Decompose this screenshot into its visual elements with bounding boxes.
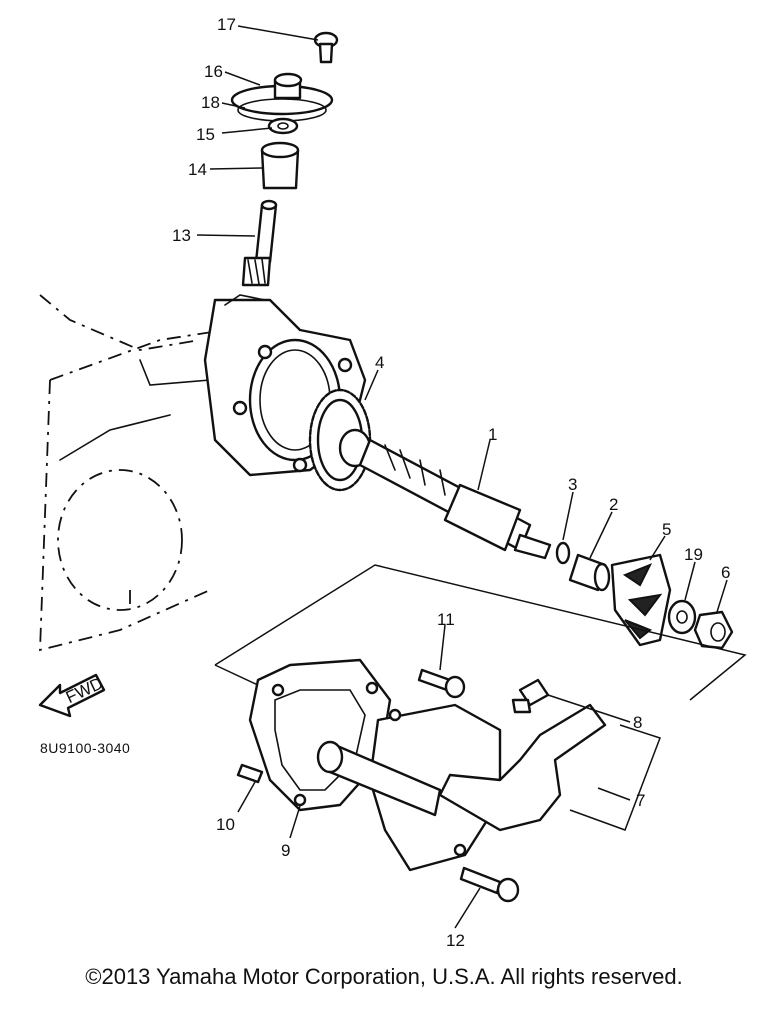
part-5-impeller: [610, 553, 672, 647]
callout-7: 7: [636, 791, 645, 810]
callout-18: 18: [201, 93, 220, 112]
callout-4: 4: [375, 353, 384, 372]
callout-1: 1: [488, 425, 497, 444]
callout-17: 17: [217, 15, 236, 34]
part-11-bolt: [417, 668, 466, 699]
callout-3: 3: [568, 475, 577, 494]
part-1-shaft: [358, 438, 552, 560]
forward-arrow-label: FWD: [63, 674, 106, 708]
callout-16: 16: [204, 62, 223, 81]
callout-6: 6: [721, 563, 730, 582]
part-6-nut: [693, 610, 734, 650]
exploded-parts-diagram: FWD 8U9100-3040 17 16 18 15 14 13 4 1 3 …: [38, 15, 747, 950]
callout-8: 8: [633, 713, 642, 732]
callout-10: 10: [216, 815, 235, 834]
callout-19: 19: [684, 545, 703, 564]
copyright-notice: ©2013 Yamaha Motor Corporation, U.S.A. A…: [85, 964, 683, 989]
callout-leaders: [196, 25, 728, 929]
callout-9: 9: [281, 841, 290, 860]
part-10-dowel: [236, 763, 264, 784]
callout-2: 2: [609, 495, 618, 514]
part-8-fitting: [511, 678, 550, 714]
callout-13: 13: [172, 226, 191, 245]
part-2-sleeve: [568, 553, 611, 592]
part-15-seal: [267, 117, 299, 135]
forward-direction-arrow: FWD: [38, 674, 106, 718]
callout-11: 11: [437, 610, 455, 629]
part-17-screw: [313, 31, 339, 64]
callout-numbers: 17 16 18 15 14 13 4 1 3 2 5 19 6 11 8 7 …: [172, 15, 730, 950]
part-4-gear: [308, 388, 372, 492]
part-7-pump-cover: [316, 703, 607, 872]
part-16-cover: [230, 72, 334, 116]
part-13-driven-gear: [241, 199, 278, 287]
part-14-bushing: [260, 141, 300, 190]
callout-12: 12: [446, 931, 465, 950]
callout-14: 14: [188, 160, 207, 179]
diagram-code: 8U9100-3040: [40, 740, 130, 756]
callout-5: 5: [662, 520, 671, 539]
part-19-washer: [667, 599, 697, 635]
part-3-oring: [555, 541, 571, 565]
callout-15: 15: [196, 125, 215, 144]
part-12-bolt: [459, 866, 520, 903]
engine-case-outline: [39, 294, 226, 652]
